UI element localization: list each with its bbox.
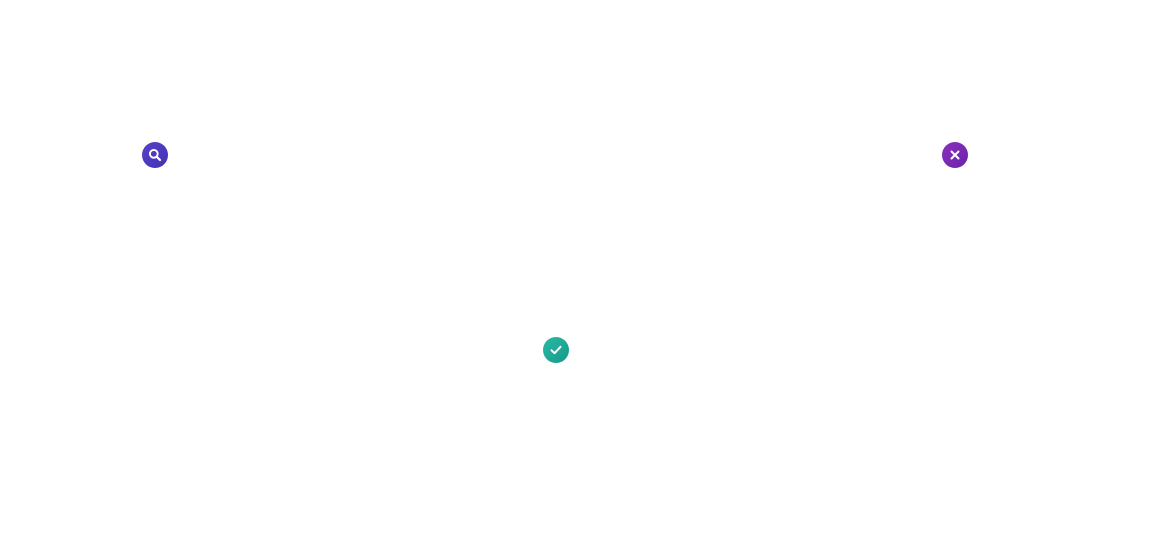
search-button[interactable] (142, 142, 168, 168)
search-icon (148, 148, 162, 162)
close-icon (949, 149, 961, 161)
check-icon (549, 343, 563, 357)
confirm-button[interactable] (543, 337, 569, 363)
close-button[interactable] (942, 142, 968, 168)
